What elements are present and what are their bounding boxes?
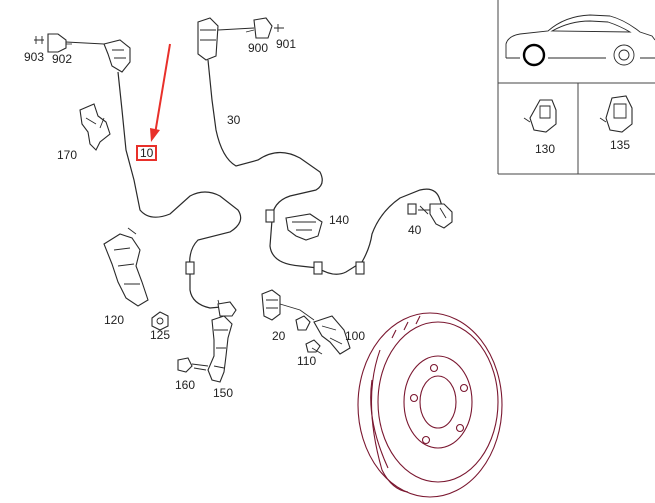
sensor-10-head-drawing xyxy=(103,39,131,73)
holder-140-drawing xyxy=(285,213,323,241)
inset-panel xyxy=(497,0,655,175)
brake-disc-drawing xyxy=(357,312,503,498)
label-30[interactable]: 30 xyxy=(227,113,241,127)
label-140[interactable]: 140 xyxy=(329,213,350,227)
label-903[interactable]: 903 xyxy=(24,50,45,64)
label-900[interactable]: 900 xyxy=(248,41,269,55)
connector-20-drawing xyxy=(261,289,315,331)
bracket-120-drawing xyxy=(103,227,149,307)
cable-30 xyxy=(207,59,445,275)
label-20[interactable]: 20 xyxy=(272,329,286,343)
label-902[interactable]: 902 xyxy=(52,52,73,66)
label-135[interactable]: 135 xyxy=(610,138,631,152)
plug-903-902-drawing xyxy=(34,33,105,53)
sensor-40-drawing xyxy=(418,203,453,229)
car-silhouette-icon xyxy=(505,14,655,67)
bolt-110-drawing xyxy=(305,339,323,355)
clip-135-drawing xyxy=(599,95,633,133)
label-100[interactable]: 100 xyxy=(345,329,366,343)
label-160[interactable]: 160 xyxy=(175,378,196,392)
sensor-150-drawing xyxy=(207,299,237,383)
bracket-100-drawing xyxy=(313,315,351,355)
cable-10 xyxy=(117,71,242,309)
bracket-170-drawing xyxy=(79,103,111,151)
cable-clips xyxy=(185,203,417,275)
label-120[interactable]: 120 xyxy=(104,313,125,327)
label-170[interactable]: 170 xyxy=(57,148,78,162)
leader-lines xyxy=(66,29,255,45)
label-130[interactable]: 130 xyxy=(535,142,556,156)
label-150[interactable]: 150 xyxy=(213,386,234,400)
label-40[interactable]: 40 xyxy=(408,223,422,237)
clip-130-drawing xyxy=(523,99,557,133)
label-901[interactable]: 901 xyxy=(276,37,297,51)
red-arrow-icon xyxy=(150,43,171,142)
label-125[interactable]: 125 xyxy=(150,328,171,342)
nut-125-drawing xyxy=(151,311,169,331)
label-110[interactable]: 110 xyxy=(297,354,317,368)
plug-900-901-drawing xyxy=(197,17,284,61)
bolt-160-drawing xyxy=(177,357,209,373)
label-10-highlighted[interactable]: 10 xyxy=(136,145,158,161)
